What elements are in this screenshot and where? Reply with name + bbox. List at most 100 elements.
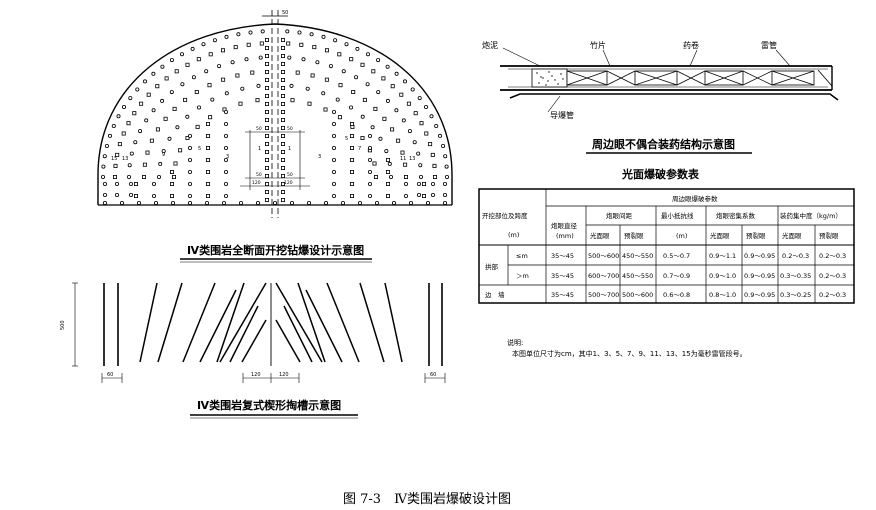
notes-heading: 说明: (507, 338, 523, 347)
row2-span: ＞m (516, 272, 529, 280)
round-hole (442, 200, 447, 205)
round-hole (102, 154, 107, 159)
square-hole (432, 163, 437, 168)
square-hole (149, 138, 154, 143)
square-hole (349, 181, 354, 186)
square-hole (169, 193, 174, 198)
cut-dim-2: 50 (287, 126, 293, 132)
round-hole (367, 145, 372, 150)
square-hole (117, 142, 122, 147)
round-hole (408, 200, 413, 205)
delay-left-13: 13 (122, 156, 128, 162)
square-hole (221, 77, 226, 82)
square-hole (169, 181, 174, 186)
round-hole (128, 181, 133, 186)
square-hole (349, 193, 354, 198)
square-hole (264, 70, 269, 75)
round-hole (394, 71, 399, 76)
round-hole (423, 105, 428, 110)
square-hole (280, 141, 285, 146)
round-hole (161, 149, 166, 154)
square-hole (205, 181, 210, 186)
round-hole (328, 64, 333, 69)
round-hole (287, 55, 292, 60)
cut-dim-1: 50 (256, 126, 262, 132)
square-hole (280, 86, 285, 91)
square-hole (385, 169, 390, 174)
square-hole (299, 42, 304, 47)
square-hole (385, 193, 390, 198)
square-hole (280, 157, 285, 162)
round-hole (444, 174, 449, 179)
row1-density-smooth: 0.9～1.1 (709, 252, 736, 260)
round-hole (418, 174, 423, 179)
square-hole (264, 181, 269, 186)
round-hole (367, 157, 372, 162)
round-hole (289, 83, 294, 88)
drill-holes (101, 29, 449, 205)
round-hole (412, 140, 417, 145)
square-hole (290, 98, 295, 103)
row3-charge-smooth: 0.3～0.25 (780, 291, 811, 299)
charge-structure-diagram: 炮泥 竹片 药卷 雷管 (482, 40, 839, 120)
delay-right-1: 1 (288, 146, 291, 152)
round-hole (103, 181, 108, 186)
round-hole (354, 75, 359, 80)
table-header-spacing: 炮眼间距 (606, 211, 633, 220)
round-hole (335, 97, 340, 102)
param-table (478, 188, 855, 304)
round-hole (156, 174, 161, 179)
square-hole (280, 70, 285, 75)
square-hole (307, 101, 312, 106)
row3-density-smooth: 0.8～1.0 (709, 291, 736, 299)
round-hole (187, 133, 192, 138)
param-table-title: 光面爆破参数表 (621, 167, 700, 181)
square-hole (264, 133, 269, 138)
square-hole (264, 94, 269, 99)
square-hole (264, 189, 269, 194)
square-hole (372, 161, 377, 166)
square-hole (280, 62, 285, 67)
square-hole (371, 69, 376, 74)
round-hole (187, 169, 192, 174)
round-hole (108, 133, 113, 138)
round-hole (217, 64, 222, 69)
row3-spacing-smooth: 500～700 (588, 291, 619, 299)
round-hole (120, 200, 125, 205)
square-hole (280, 133, 285, 138)
round-hole (169, 90, 174, 95)
row1-spacing-presplit: 450～550 (622, 252, 653, 260)
square-hole (264, 110, 269, 115)
round-hole (111, 124, 116, 129)
round-hole (201, 42, 206, 47)
round-hole (160, 64, 165, 69)
square-hole (145, 150, 150, 155)
round-hole (223, 157, 228, 162)
square-hole (312, 45, 317, 50)
square-hole (338, 83, 343, 88)
round-hole (331, 181, 336, 186)
round-hole (430, 181, 435, 186)
round-hole (103, 192, 108, 197)
square-hole (373, 174, 378, 179)
round-hole (331, 157, 336, 162)
cut-dim-4: 50 (287, 172, 293, 178)
round-hole (151, 181, 156, 186)
table-header-charge: 装药集中度（kg/m） (780, 211, 842, 220)
square-hole (349, 169, 354, 174)
round-hole (101, 164, 106, 169)
round-hole (367, 169, 372, 174)
round-hole (394, 108, 399, 113)
round-hole (104, 143, 109, 148)
square-hole (207, 83, 212, 88)
round-hole (272, 200, 277, 205)
row2-charge-presplit: 0.2～0.3 (819, 272, 846, 280)
round-hole (315, 60, 320, 65)
round-hole (425, 200, 430, 205)
square-hole (163, 116, 168, 121)
round-hole (321, 91, 326, 96)
row1-charge-presplit: 0.2～0.3 (819, 252, 846, 260)
round-hole (223, 122, 228, 127)
square-hole (349, 133, 354, 138)
round-hole (212, 38, 217, 43)
